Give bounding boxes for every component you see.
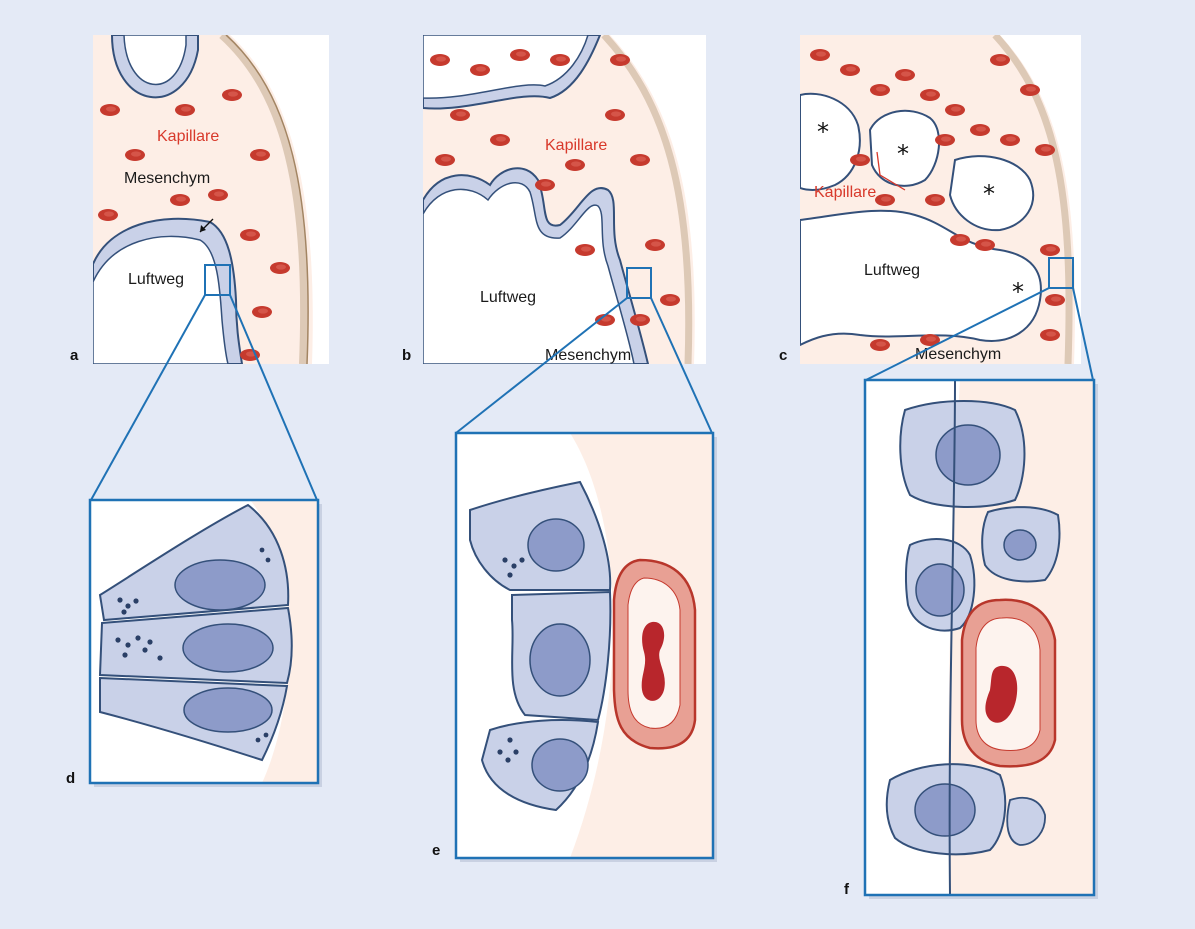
panel-e-letter: e [432, 842, 440, 859]
panel-a-kapillare-label: Kapillare [157, 128, 219, 145]
panel-b-luftweg-label: Luftweg [480, 289, 536, 306]
panel-c-luftweg-label: Luftweg [864, 262, 920, 279]
panel-c-letter: c [779, 347, 787, 364]
panel-a-airway-lumen [93, 236, 228, 364]
panel-c-asterisk-2: * [897, 140, 909, 168]
panel-f: f [844, 380, 1098, 899]
panel-d-nucleus-2 [183, 624, 273, 672]
panel-e-nucleus-3 [532, 739, 588, 791]
panel-c-asterisk-3: * [983, 180, 995, 208]
panel-b-letter: b [402, 347, 411, 364]
panel-a-mesenchym-label: Mesenchym [124, 170, 210, 187]
panel-c: * * * * Kapillare Luftweg Mesenchym c [779, 35, 1081, 364]
panel-b-mesenchym-label: Mesenchym [545, 347, 631, 364]
panel-f-nucleus-1 [936, 425, 1000, 485]
panel-f-letter: f [844, 881, 850, 898]
panel-a-luftweg-label: Luftweg [128, 271, 184, 288]
panel-d: d [66, 500, 322, 787]
panel-e: e [432, 433, 717, 862]
panel-b-kapillare-label: Kapillare [545, 137, 607, 154]
panel-b: Kapillare Luftweg Mesenchym b [402, 35, 706, 364]
panel-d-nucleus-1 [175, 560, 265, 610]
panel-f-nucleus-2 [916, 564, 964, 616]
panel-c-kapillare-label: Kapillare [814, 184, 876, 201]
panel-d-nucleus-3 [184, 688, 272, 732]
panel-e-nucleus-1 [528, 519, 584, 571]
panel-a-letter: a [70, 347, 79, 364]
panel-f-nucleus-3 [915, 784, 975, 836]
panel-c-asterisk-1: * [817, 118, 829, 146]
panel-e-nucleus-2 [530, 624, 590, 696]
panel-a: Kapillare Mesenchym Luftweg a [70, 35, 329, 364]
panel-d-letter: d [66, 770, 75, 787]
